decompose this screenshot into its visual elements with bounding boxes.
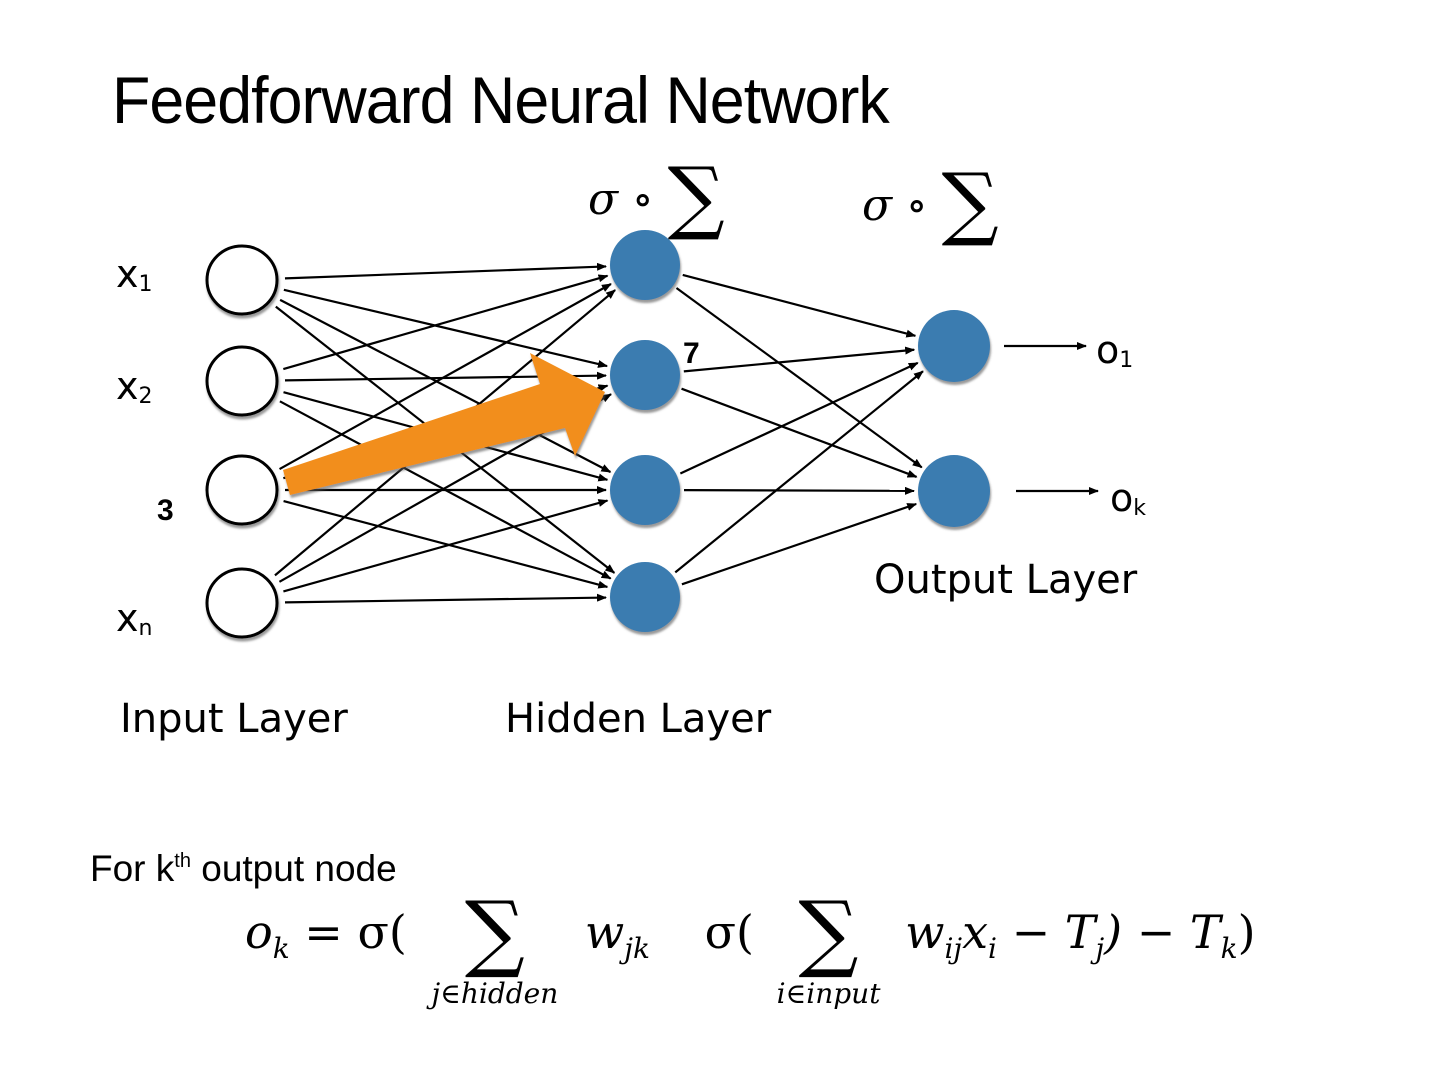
edge-hidden-output: [679, 361, 919, 475]
input-label-n: xn: [116, 596, 153, 641]
edge-input-hidden: [283, 499, 609, 593]
edge-input-hidden: [283, 288, 609, 368]
output-layer-label: Output Layer: [874, 557, 1138, 603]
formula-caption: For kth output node: [90, 848, 397, 889]
output-arrows: [1004, 342, 1099, 495]
edge-input-hidden: [284, 262, 608, 280]
hidden-activation-label: σ ∘ ∑: [588, 150, 725, 243]
compose-symbol: ∘: [632, 174, 654, 225]
edge-input-hidden: [279, 283, 612, 470]
input-node: [205, 567, 279, 639]
sum-hidden: ∑ j∈hidden: [431, 883, 559, 1010]
sum-symbol: ∑: [941, 156, 999, 249]
edge-hidden-output: [682, 273, 917, 338]
hidden-layer-label: Hidden Layer: [505, 696, 772, 742]
sum-symbol: ∑: [667, 150, 725, 243]
input-nodes: [205, 244, 279, 639]
edge-hidden-output: [681, 387, 918, 478]
input-node: [205, 454, 279, 526]
input-index-annotation: 3: [157, 494, 174, 527]
edge-hidden-output: [674, 370, 924, 574]
highlight-arrow-shape: [283, 353, 605, 495]
output-label-1: o1: [1096, 328, 1134, 373]
edge-input-hidden: [284, 593, 608, 604]
output-node: [918, 455, 990, 527]
highlight-arrow: [283, 353, 605, 495]
sigma-symbol: σ: [588, 174, 619, 225]
hidden-nodes: [610, 230, 680, 632]
edge-input-hidden: [283, 499, 609, 589]
edge-input-hidden: [279, 298, 612, 473]
sum-input: ∑ i∈input: [776, 883, 881, 1010]
edge-input-hidden: [283, 274, 609, 371]
input-node: [205, 244, 279, 316]
hidden-node: [610, 340, 680, 410]
edge-hidden-output: [683, 346, 916, 373]
output-node: [918, 310, 990, 382]
sigma-symbol: σ: [862, 180, 893, 231]
page-title: Feedforward Neural Network: [112, 63, 890, 137]
hidden-node: [610, 562, 680, 632]
output-activation-label: σ ∘ ∑: [862, 156, 999, 249]
output-nodes: [918, 310, 990, 527]
hidden-node: [610, 230, 680, 300]
input-label-1: x1: [116, 252, 153, 297]
input-layer-label: Input Layer: [120, 696, 348, 742]
input-label-2: x2: [116, 364, 153, 409]
output-formula: ok = σ( ∑ j∈hidden wjk σ( ∑ i∈input wijx…: [245, 883, 1256, 1010]
edge-hidden-output: [675, 287, 923, 469]
hidden-output-edges: [674, 273, 924, 586]
input-node: [205, 345, 279, 417]
edge-hidden-output: [683, 486, 916, 495]
hidden-index-annotation: 7: [683, 337, 700, 370]
edge-hidden-output: [681, 502, 918, 586]
output-label-k: ok: [1110, 476, 1146, 521]
hidden-node: [610, 455, 680, 525]
compose-symbol: ∘: [906, 180, 928, 231]
